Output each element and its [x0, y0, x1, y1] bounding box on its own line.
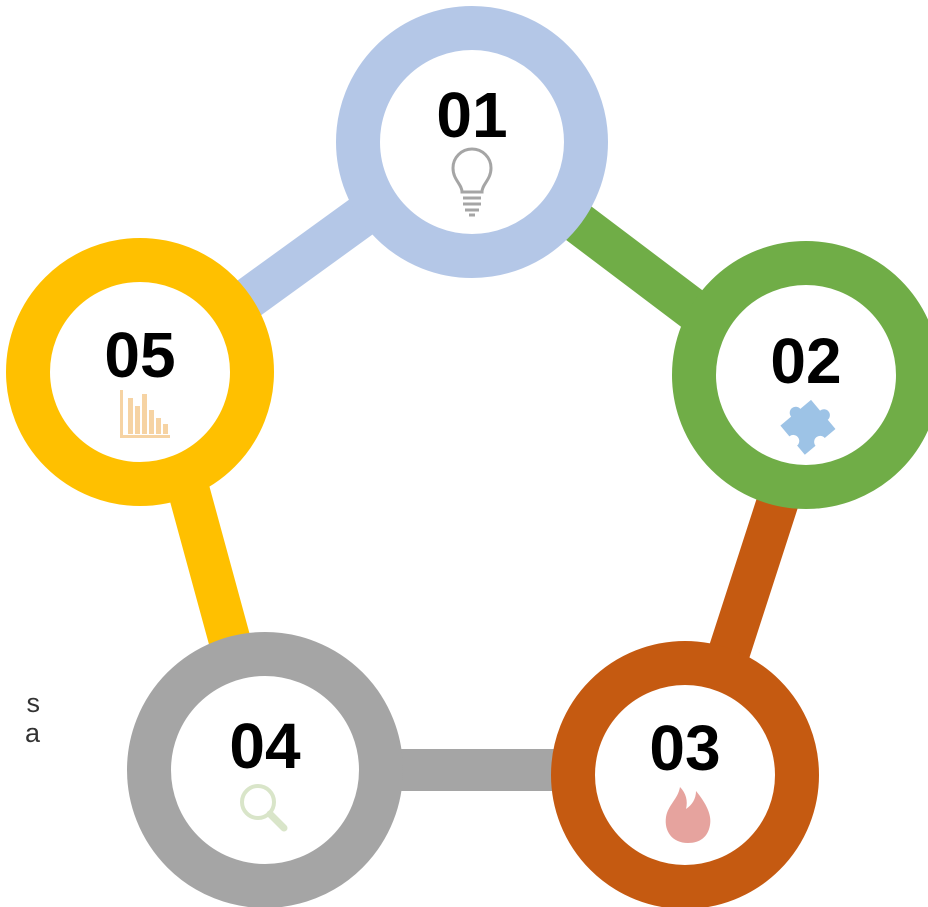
step-4-number: 04 [229, 710, 301, 782]
flame-icon [665, 787, 711, 843]
step-4-ring [127, 632, 403, 907]
lightbulb-icon [451, 147, 493, 217]
magnifier-icon [240, 784, 288, 832]
step-5-ring [6, 238, 274, 506]
step-4: 04 [127, 632, 403, 907]
step-3-ring [551, 641, 819, 907]
step-2: 02 [672, 241, 928, 509]
step-1-number: 01 [436, 79, 507, 151]
step-3: 03 [551, 641, 819, 907]
puzzle-piece-icon [780, 399, 836, 455]
bar-chart-icon [120, 390, 170, 438]
step-1: 01 [336, 6, 608, 278]
partial-text-line-2: a [24, 718, 40, 748]
partial-text-line-1: s [26, 688, 41, 718]
step-5: 05 [6, 238, 274, 506]
step-1-ring [336, 6, 608, 278]
step-5-number: 05 [104, 319, 175, 391]
step-2-ring [672, 241, 928, 509]
partial-text: s a [0, 688, 40, 748]
step-3-number: 03 [649, 712, 720, 784]
step-2-number: 02 [770, 325, 841, 397]
